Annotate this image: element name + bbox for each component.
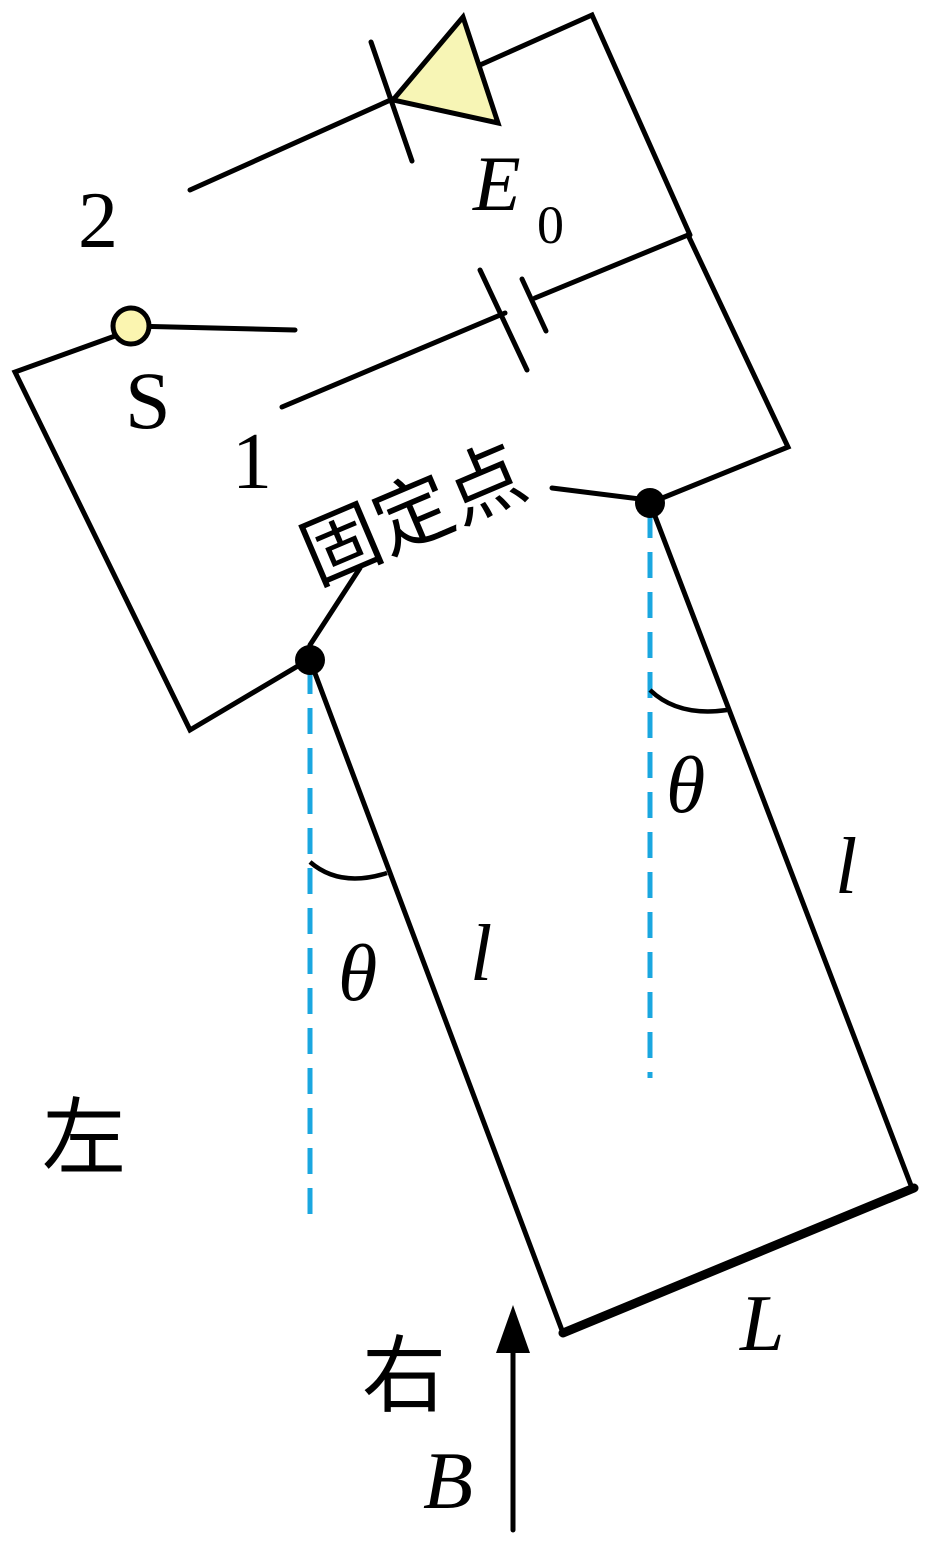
angle-right-label: θ (666, 742, 705, 830)
angle-left-label: θ (338, 930, 377, 1018)
field-arrow-head (496, 1305, 530, 1353)
source-label: E (472, 140, 521, 227)
contact-2-label: 2 (78, 177, 118, 265)
left-pivot-point (295, 645, 325, 675)
diode-symbol (388, 11, 502, 127)
branch-2-wire-right (477, 11, 693, 238)
contact-1-label: 1 (232, 418, 272, 506)
branch-1-wire-left (279, 310, 508, 410)
diode-bar (368, 39, 415, 164)
outer-circuit-wire (11, 333, 311, 734)
left-angle-arc (308, 860, 388, 881)
branch-2-wire-left (187, 95, 398, 193)
conducting-rod (558, 1183, 919, 1338)
switch-arm (128, 323, 298, 333)
rod-length-label: L (739, 1280, 785, 1368)
switch-label: S (125, 355, 171, 446)
branch-1-wire-right (532, 232, 691, 301)
switch-pivot (110, 305, 152, 347)
right-side-wire (647, 232, 792, 506)
right-direction-label: 右 (362, 1327, 446, 1425)
length-left-label: l (470, 910, 492, 998)
source-subscript: 0 (537, 195, 564, 255)
right-suspension-wire (647, 500, 915, 1191)
capacitor-plate-short (519, 276, 549, 334)
right-pivot-point (635, 488, 665, 518)
capacitor-plate-long (477, 267, 530, 373)
length-right-label: l (835, 823, 857, 911)
right-angle-arc (648, 688, 728, 714)
field-label: B (423, 1435, 473, 1526)
left-hanger (307, 565, 363, 648)
fixed-point-label: 固定点 (288, 428, 539, 602)
left-suspension-wire (307, 657, 566, 1336)
right-hanger (549, 485, 643, 502)
left-direction-label: 左 (42, 1089, 126, 1187)
